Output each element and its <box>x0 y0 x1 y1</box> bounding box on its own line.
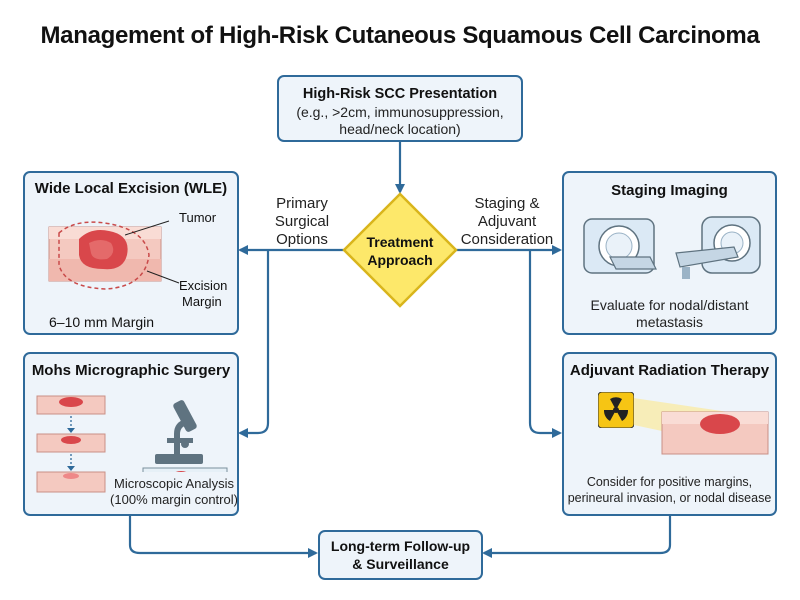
excision-label-1: Excision <box>179 278 228 293</box>
radiation-title: Adjuvant Radiation Therapy <box>569 362 770 379</box>
wle-title: Wide Local Excision (WLE) <box>34 180 228 197</box>
mohs-caption-2: (100% margin control) <box>110 492 238 507</box>
arrow-decision-to-radiation <box>528 250 562 438</box>
microscope-icon <box>142 400 228 472</box>
mohs-title: Mohs Micrographic Surgery <box>31 362 231 379</box>
decision-line-2: Approach <box>367 252 433 268</box>
mohs-layers-icon <box>36 395 106 493</box>
presentation-title: High-Risk SCC Presentation <box>302 86 498 102</box>
staging-adjuvant-label: Staging & Adjuvant Consideration <box>460 195 554 248</box>
tumor-label: Tumor <box>179 210 217 225</box>
radiation-trefoil-icon <box>598 392 634 428</box>
radiation-caption-2: perineural invasion, or nodal disease <box>567 491 772 505</box>
excision-label-2: Margin <box>182 294 222 309</box>
primary-surgical-options-label: Primary Surgical Options <box>274 195 330 248</box>
radiation-beam-illustration <box>620 396 769 455</box>
mohs-caption-1: Microscopic Analysis <box>114 476 234 491</box>
followup-box: Long-term Follow-up & Surveillance <box>318 530 483 580</box>
staging-caption-1: Evaluate for nodal/distant <box>590 297 749 313</box>
presentation-box: High-Risk SCC Presentation (e.g., >2cm, … <box>277 75 523 142</box>
presentation-line-2: head/neck location) <box>339 121 461 137</box>
arrow-decision-to-mohs <box>238 250 270 438</box>
presentation-line-1: (e.g., >2cm, immunosuppression, <box>296 104 504 120</box>
arrow-radiation-to-followup <box>482 516 672 558</box>
wle-callout-lines <box>125 220 180 284</box>
ct-scanner-icon <box>583 218 657 274</box>
radiation-box: Adjuvant Radiation Therapy Consider for … <box>562 352 777 516</box>
followup-line-2: & Surveillance <box>352 556 449 572</box>
wle-box: Wide Local Excision (WLE) Tumor Excision… <box>23 171 239 335</box>
mri-scanner-icon <box>675 216 761 279</box>
staging-box: Staging Imaging Evaluate for nodal/dista… <box>562 171 777 335</box>
skin-excision-icon <box>48 221 162 290</box>
diagram-title: Management of High-Risk Cutaneous Squamo… <box>40 22 760 49</box>
staging-caption-2: metastasis <box>636 314 703 330</box>
staging-title: Staging Imaging <box>611 182 728 199</box>
radiation-caption-1: Consider for positive margins, <box>586 475 753 489</box>
followup-line-1: Long-term Follow-up <box>330 538 471 554</box>
decision-line-1: Treatment <box>366 234 434 250</box>
mohs-box: Mohs Micrographic Surgery Microscopic An… <box>23 352 239 516</box>
treatment-decision-diamond <box>342 192 458 308</box>
arrow-mohs-to-followup <box>128 516 318 558</box>
margin-caption: 6–10 mm Margin <box>49 314 155 330</box>
